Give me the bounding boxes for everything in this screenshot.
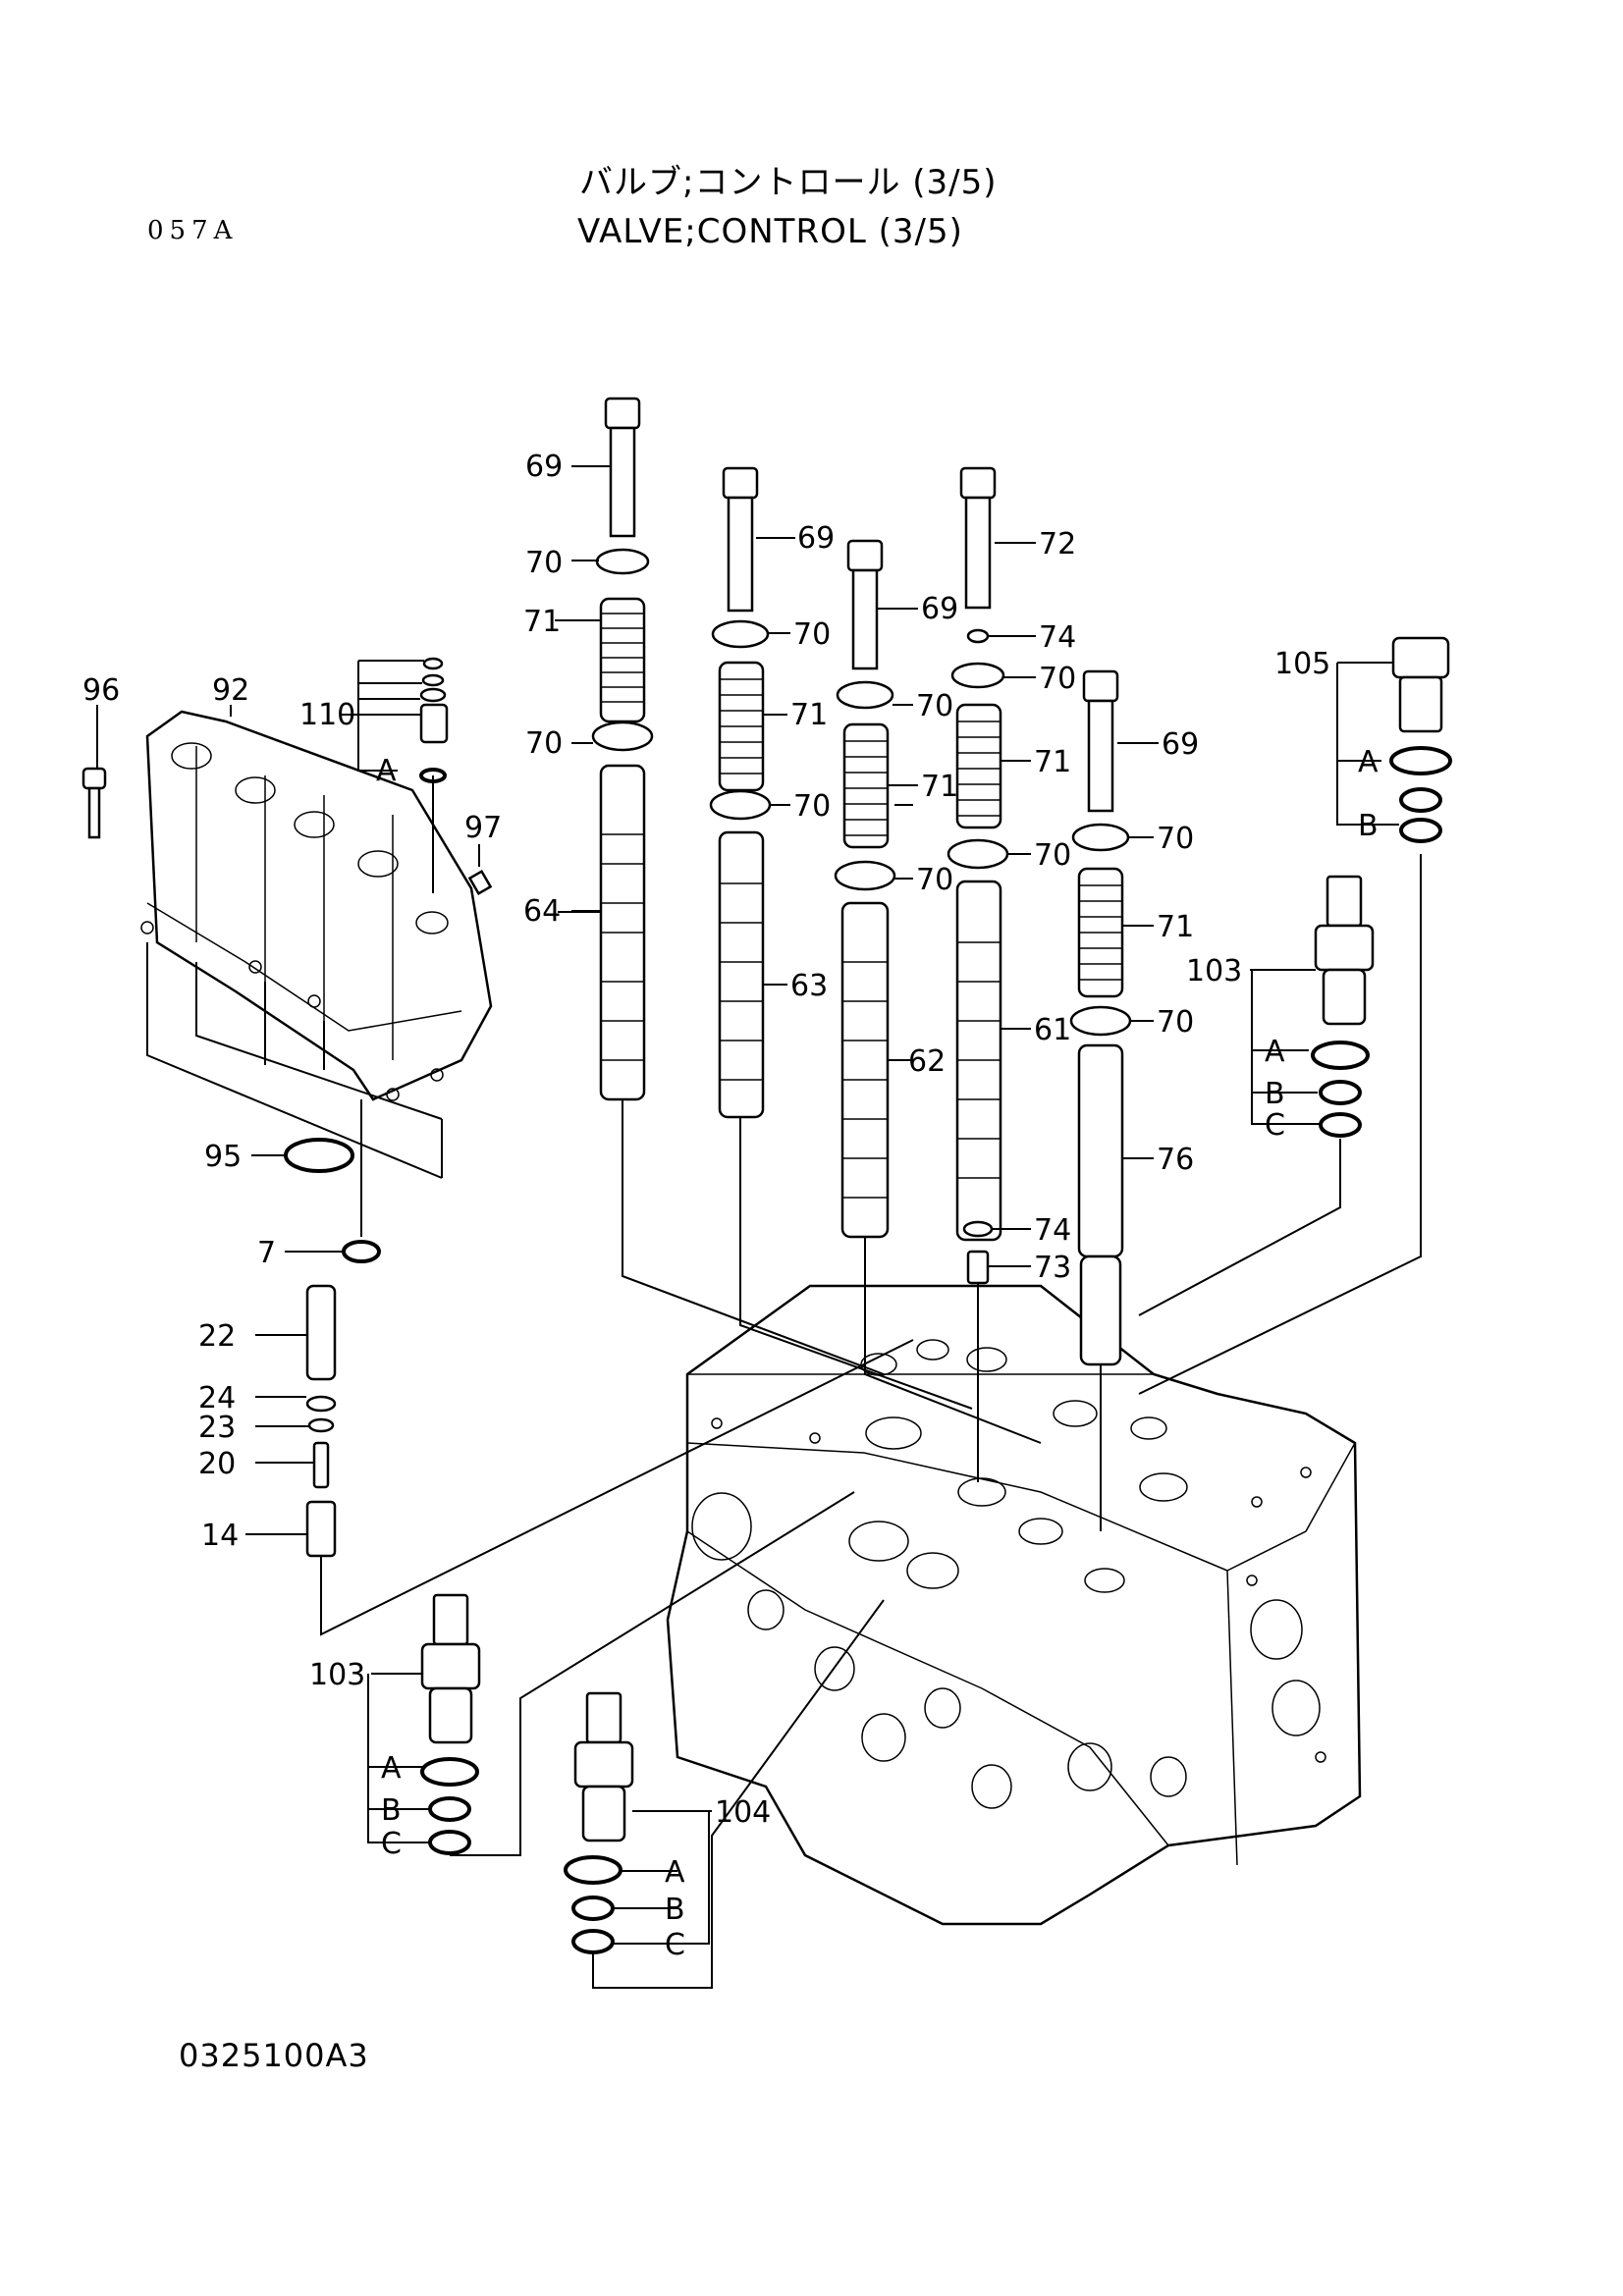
callout-70: 70 [1157, 822, 1194, 856]
callout-103-b: B [381, 1793, 402, 1828]
spool-column-4 [947, 466, 1009, 1285]
o-ring-part-7 [342, 1240, 381, 1263]
callout-61: 61 [1034, 1013, 1071, 1047]
callout-20: 20 [198, 1447, 236, 1481]
assembly-lines [146, 775, 1422, 1989]
callout-64: 64 [523, 894, 561, 929]
callout-103-c: C [381, 1827, 402, 1861]
relief-valve-part-103-right [1311, 875, 1375, 1138]
callout-97: 97 [464, 811, 502, 845]
callout-104: 104 [715, 1795, 771, 1830]
callout-70: 70 [525, 546, 563, 580]
relief-valve-part-104 [564, 1691, 634, 1954]
callout-103-a: A [1265, 1035, 1285, 1069]
callout-74: 74 [1039, 620, 1076, 655]
callout-103-c: C [1265, 1108, 1285, 1143]
callout-69: 69 [1162, 727, 1199, 762]
callout-62: 62 [908, 1044, 946, 1079]
callout-22: 22 [198, 1319, 236, 1354]
callout-71: 71 [790, 698, 828, 732]
callout-71: 71 [1157, 910, 1194, 944]
callout-70: 70 [1157, 1005, 1194, 1040]
spool-column-3 [834, 539, 896, 1239]
callout-104-c: C [665, 1928, 685, 1962]
cover-part-92 [140, 710, 493, 1101]
plug-part-105 [1389, 636, 1452, 843]
callout-76: 76 [1157, 1143, 1194, 1177]
callout-95: 95 [204, 1140, 242, 1174]
leader-lines [96, 465, 1399, 1945]
callout-104-a: A [665, 1855, 685, 1890]
page-code: 057A [147, 216, 239, 245]
callout-23: 23 [198, 1411, 236, 1445]
callout-110-a: A [376, 754, 397, 788]
o-ring-part-95 [284, 1138, 354, 1173]
callout-105-a: A [1358, 745, 1379, 779]
callout-96: 96 [82, 673, 120, 708]
callout-7: 7 [257, 1236, 276, 1270]
fitting-part-110 [419, 657, 449, 783]
callout-70: 70 [793, 617, 831, 652]
valve-stack-22-to-14 [305, 1284, 337, 1558]
callout-71: 71 [921, 770, 958, 804]
spool-column-1 [591, 397, 654, 1101]
callout-69: 69 [525, 450, 563, 484]
callout-69: 69 [921, 592, 958, 626]
plug-part-97 [467, 869, 493, 896]
callout-105-b: B [1358, 809, 1379, 843]
callout-14: 14 [201, 1519, 239, 1553]
callout-103: 103 [1186, 954, 1242, 988]
callout-70: 70 [1039, 662, 1076, 696]
bolt-part-96 [81, 767, 107, 839]
callout-71: 71 [1034, 745, 1071, 779]
callout-103-a: A [381, 1751, 402, 1786]
callout-70: 70 [793, 789, 831, 824]
callout-70: 70 [916, 689, 953, 723]
figure-code: 0325100A3 [179, 2037, 369, 2074]
callout-labels: 69 70 71 70 64 69 70 71 70 63 69 70 71 7… [82, 450, 1379, 1962]
callout-103: 103 [309, 1658, 365, 1692]
callout-24: 24 [198, 1381, 236, 1415]
callout-105: 105 [1274, 647, 1330, 681]
relief-valve-part-103-left [420, 1593, 481, 1855]
spool-column-2 [709, 466, 772, 1119]
callout-70: 70 [525, 726, 563, 761]
callout-70: 70 [916, 863, 953, 897]
callout-69: 69 [797, 521, 835, 556]
callout-71: 71 [523, 605, 561, 639]
callout-74: 74 [1034, 1213, 1071, 1248]
spool-column-5 [1069, 669, 1132, 1366]
callout-104-b: B [665, 1893, 685, 1927]
callout-92: 92 [212, 673, 249, 708]
callout-110: 110 [299, 698, 355, 732]
callout-103-b: B [1265, 1077, 1285, 1111]
valve-body [666, 1284, 1362, 1926]
callout-70: 70 [1034, 838, 1071, 873]
callout-72: 72 [1039, 527, 1076, 561]
callout-73: 73 [1034, 1251, 1071, 1285]
diagram-title-japanese: バルブ;コントロール (3/5) [579, 163, 998, 202]
callout-63: 63 [790, 969, 828, 1003]
diagram-title-english: VALVE;CONTROL (3/5) [577, 212, 963, 251]
